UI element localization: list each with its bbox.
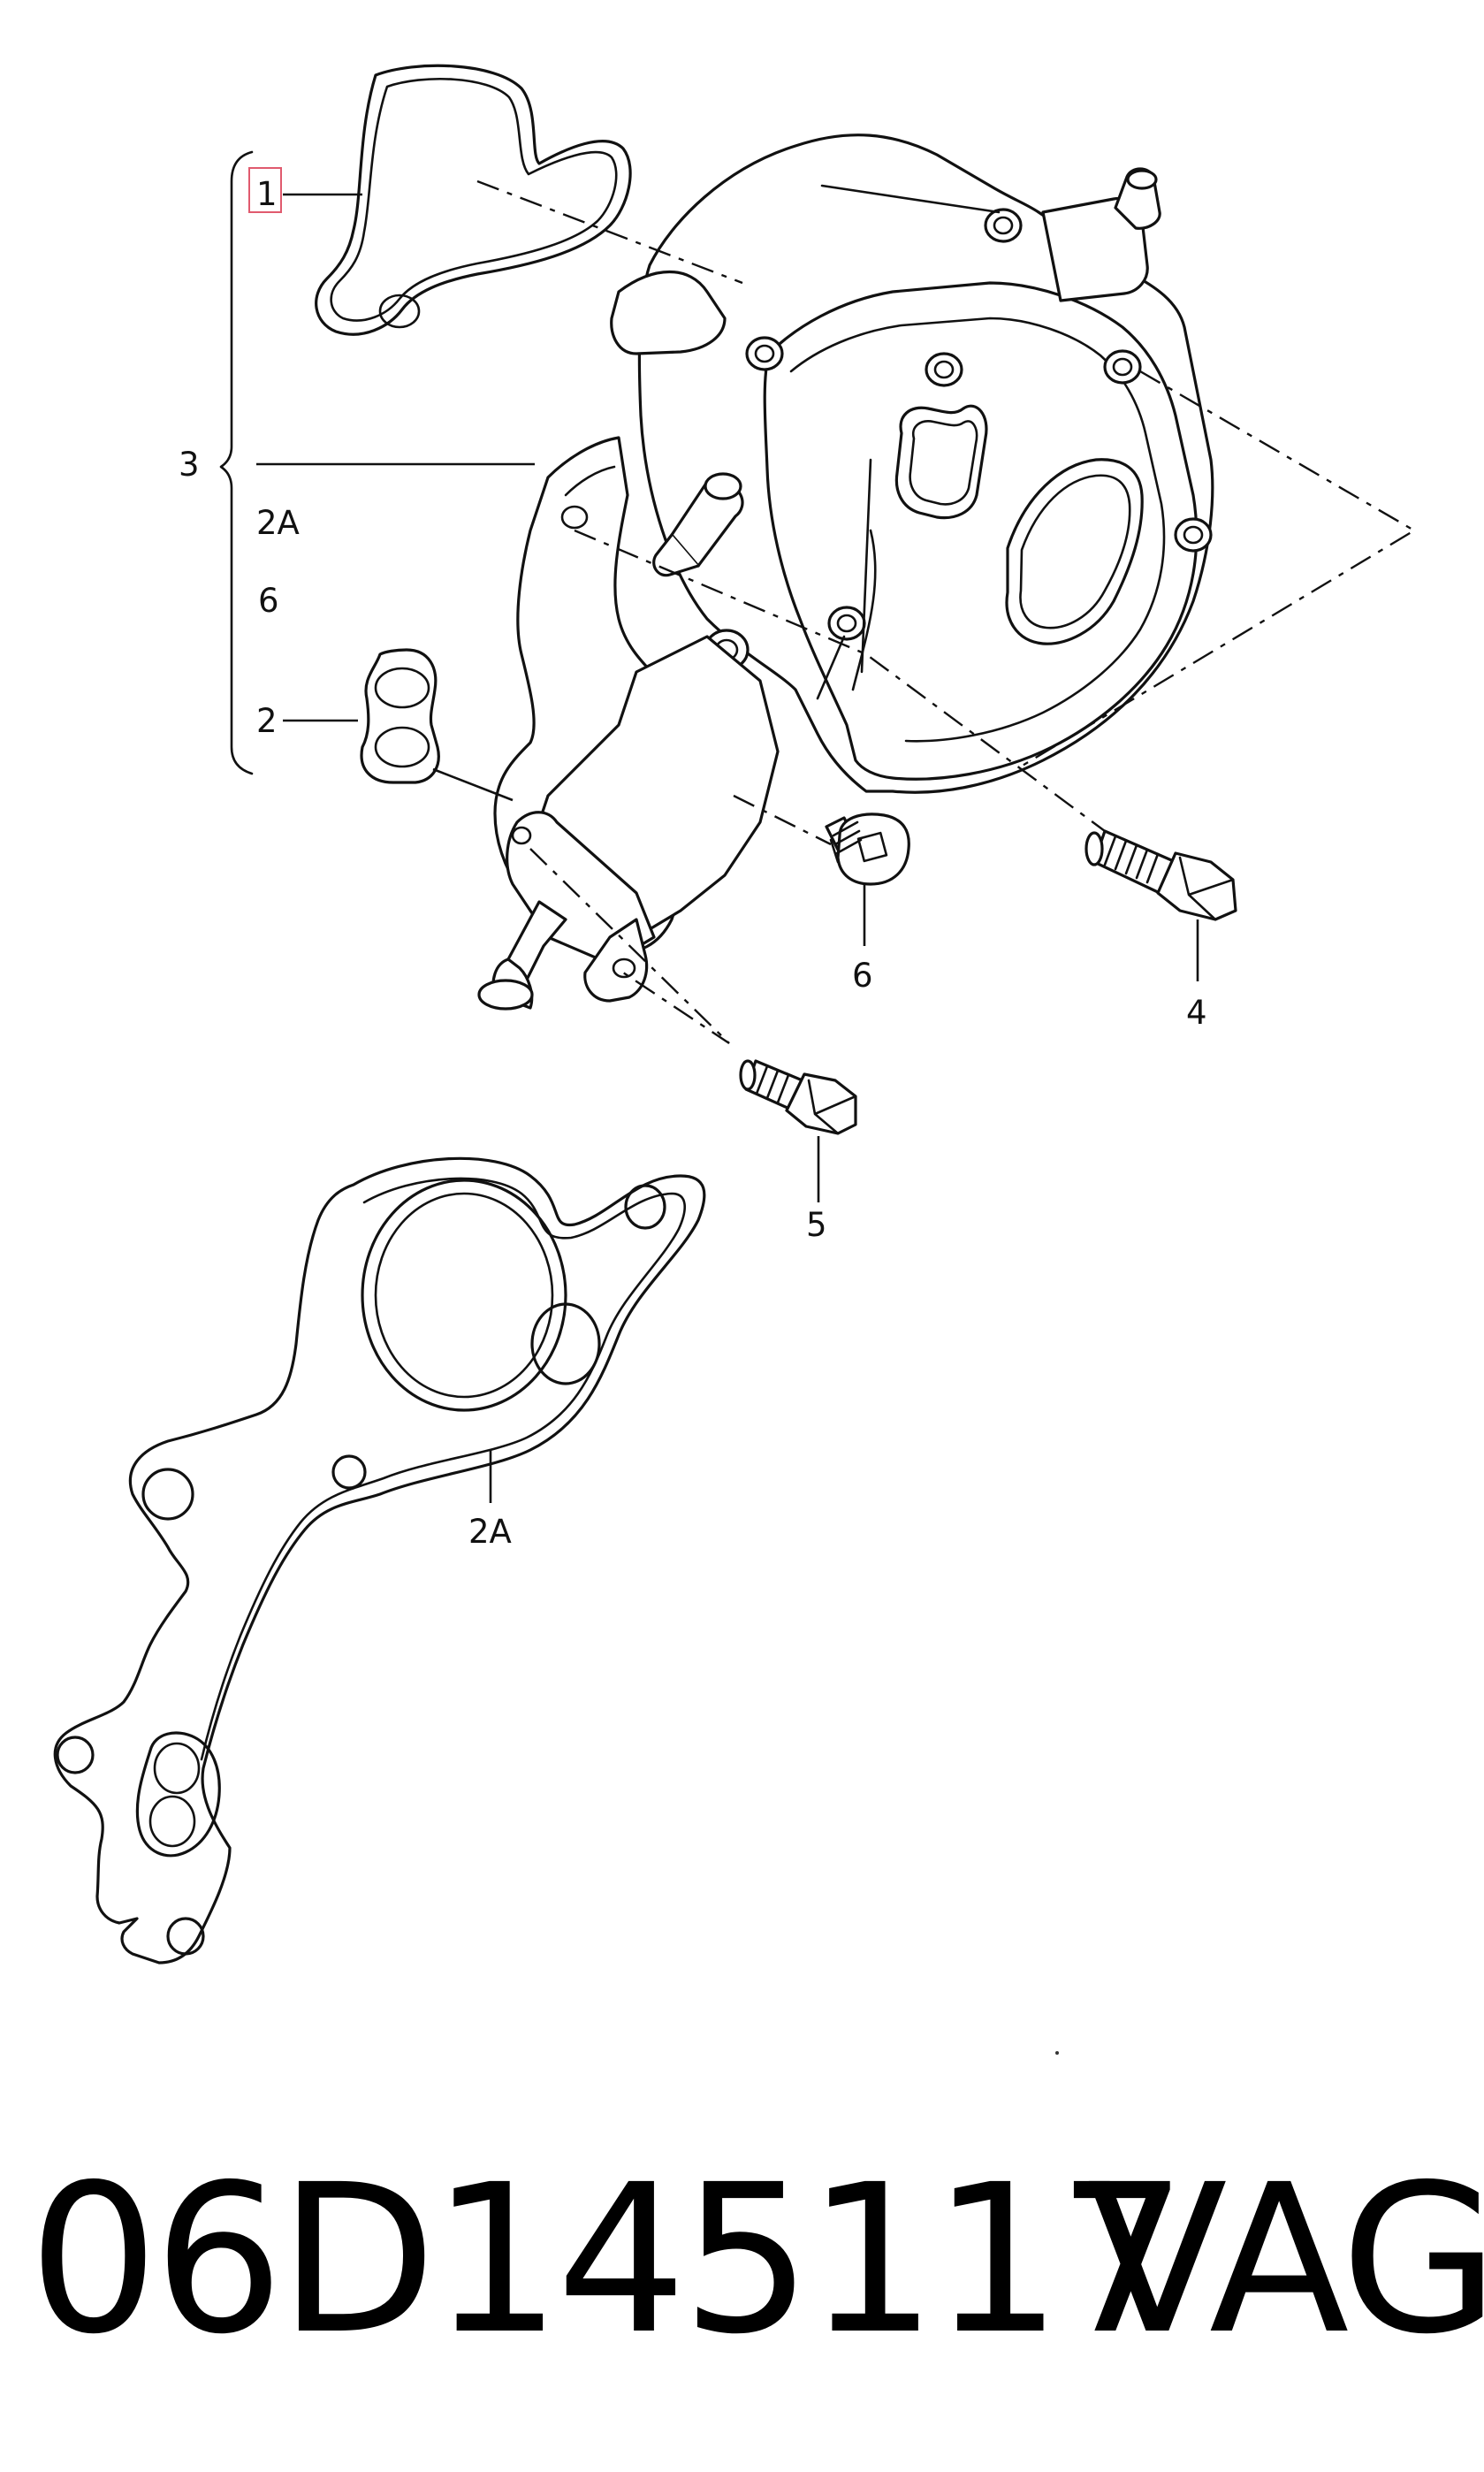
callout-2a-bracket: 2A <box>256 504 300 542</box>
leader-lines <box>256 193 1199 1503</box>
callout-1: 1 <box>256 175 278 213</box>
callout-labels: 1 3 2A 6 2 6 4 5 2A <box>179 167 1207 1551</box>
callout-2a-gasket: 2A <box>468 1513 512 1551</box>
callout-4: 4 <box>1186 994 1207 1032</box>
stray-dot <box>1055 2051 1059 2055</box>
plug-screw-part-6 <box>825 813 910 886</box>
callout-3: 3 <box>179 446 200 484</box>
seal-ring-part-1 <box>315 64 632 336</box>
gasket-part-2a <box>53 1156 706 1965</box>
boss-3 <box>925 352 963 387</box>
callout-6: 6 <box>852 957 873 995</box>
boss-1 <box>984 208 1023 243</box>
callout-1-highlight <box>248 167 282 213</box>
callout-2: 2 <box>256 702 278 740</box>
boss-5 <box>1174 517 1213 553</box>
alignment-lines <box>476 179 1417 1044</box>
group-bracket <box>219 150 254 775</box>
brand-name: VAG <box>1087 2140 1484 2379</box>
hex-bolt-part-4 <box>1084 829 1237 921</box>
callout-6-bracket: 6 <box>258 582 279 620</box>
boss-6 <box>827 606 866 641</box>
part-number: 06D145117 <box>28 2140 1187 2379</box>
callout-5: 5 <box>806 1206 827 1244</box>
boss-4 <box>1103 349 1142 385</box>
hex-bolt-part-5 <box>739 1059 857 1135</box>
double-o-ring-part-2 <box>360 648 440 784</box>
boss-2 <box>745 336 784 371</box>
vacuum-pump-assembly <box>477 134 1214 1011</box>
